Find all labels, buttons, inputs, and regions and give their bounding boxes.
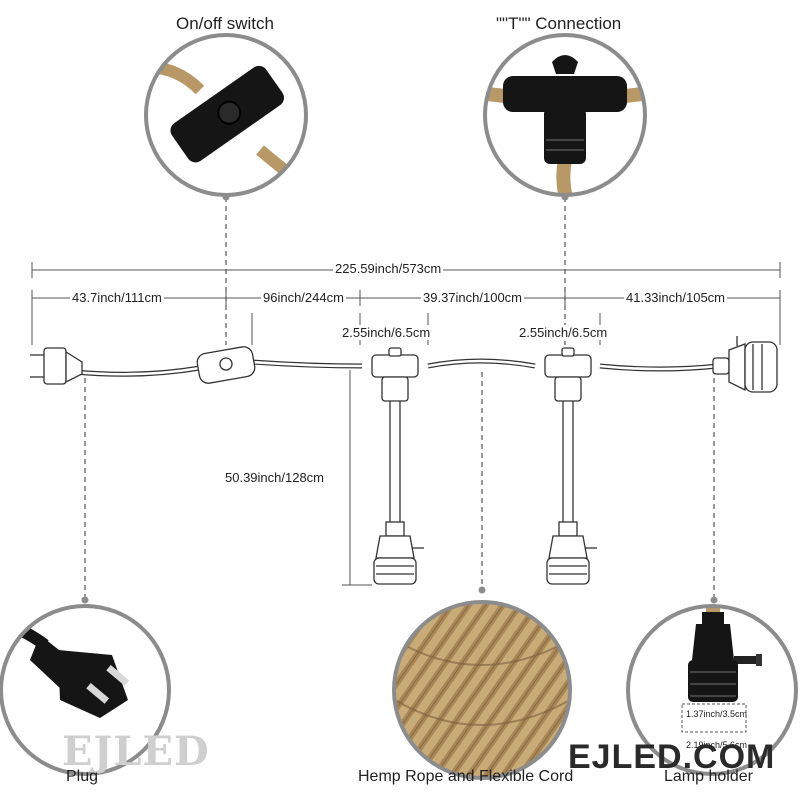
dim-t-width-2: 2.55inch/6.5cm bbox=[517, 325, 610, 340]
switch-icon bbox=[170, 65, 284, 163]
switch-callout bbox=[144, 33, 308, 197]
lamp-holder-icon bbox=[688, 606, 762, 702]
switch-outline bbox=[196, 346, 256, 384]
dim-drop-length: 50.39inch/128cm bbox=[223, 470, 327, 485]
switch-caption: On/off switch bbox=[176, 14, 274, 33]
watermark-right: EJLED.COM bbox=[568, 738, 776, 776]
dim-socket-diameter: 2.19inch/5.6cm bbox=[686, 740, 748, 750]
dim-socket-height: 1.37inch/3.5cm bbox=[686, 709, 748, 719]
t-connector-icon bbox=[503, 55, 627, 164]
lamp-holder-callout bbox=[626, 604, 798, 776]
watermark-left: EJLED bbox=[62, 728, 210, 775]
dim-plug-to-switch: 43.7inch/111cm bbox=[70, 290, 164, 305]
hemp-rope-icon bbox=[394, 602, 570, 778]
dim-last-t-to-end: 41.33inch/105cm bbox=[624, 290, 728, 305]
t-connector-outline-2 bbox=[544, 347, 597, 585]
dim-t-width-1: 2.55inch/6.5cm bbox=[340, 325, 433, 340]
dim-switch-to-first-t: 96inch/244cm bbox=[261, 290, 346, 305]
rope-caption: Hemp Rope and Flexible Cord bbox=[358, 768, 574, 785]
plug-callout bbox=[0, 604, 171, 776]
plug-caption: Plug bbox=[66, 768, 99, 785]
t-connector-outline-1 bbox=[371, 347, 424, 585]
t-connection-callout bbox=[483, 33, 647, 197]
rope-callout bbox=[392, 600, 572, 780]
dim-between-ts: 39.37inch/100cm bbox=[421, 290, 525, 305]
dim-total: 225.59inch/573cm bbox=[333, 261, 444, 276]
plug-outline bbox=[30, 347, 83, 385]
lamp-holder-caption: Lamp holder bbox=[664, 768, 753, 785]
t-connection-caption: ""T"" Connection bbox=[496, 14, 622, 33]
end-socket-outline bbox=[712, 336, 778, 393]
plug-icon bbox=[1, 616, 130, 718]
main-cord bbox=[74, 358, 719, 377]
